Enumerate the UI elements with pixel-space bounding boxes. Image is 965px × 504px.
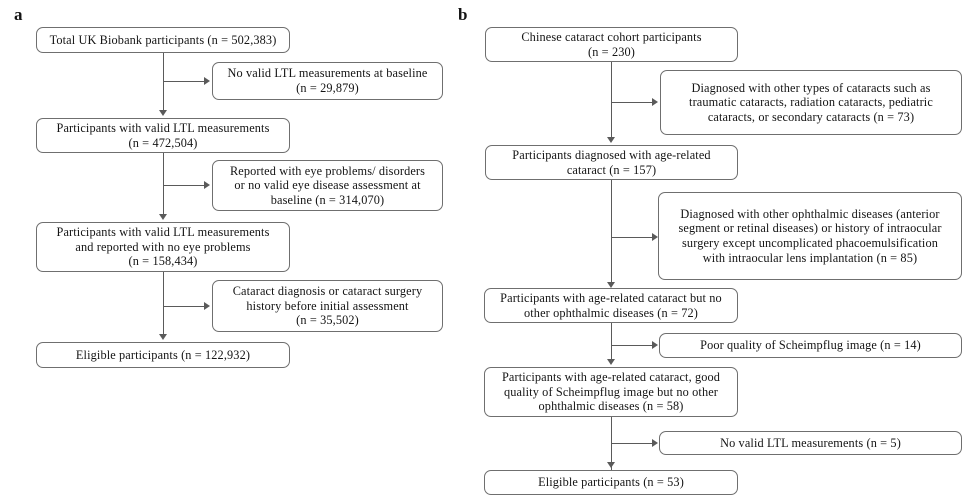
arrowhead-a-2-down (159, 214, 167, 220)
node-no-valid-ltl-b: No valid LTL measurements (n = 5) (659, 431, 962, 455)
connector-b-1-vertical (611, 62, 613, 138)
connector-a-3-branch (163, 306, 205, 308)
node-text: Chinese cataract cohort participants (n … (521, 29, 702, 59)
node-total-uk-biobank-participants: Total UK Biobank participants (n = 502,3… (36, 27, 290, 53)
arrowhead-a-3-down (159, 334, 167, 340)
arrowhead-b-3-down (607, 359, 615, 365)
node-poor-quality-scheimpflug: Poor quality of Scheimpflug image (n = 1… (659, 333, 962, 358)
node-text: Total UK Biobank participants (n = 502,3… (49, 32, 277, 47)
arrowhead-b-1-right (652, 98, 658, 106)
connector-a-3-vertical (163, 272, 165, 335)
arrowhead-b-4-right (652, 439, 658, 447)
node-text: Participants diagnosed with age-related … (512, 147, 711, 177)
node-text: No valid LTL measurements (n = 5) (720, 435, 901, 450)
node-eligible-participants-b: Eligible participants (n = 53) (484, 470, 738, 495)
node-text: Participants with valid LTL measurements… (56, 225, 270, 269)
connector-b-3-branch (611, 345, 653, 347)
node-good-quality-scheimpflug: Participants with age-related cataract, … (484, 367, 738, 417)
arrowhead-a-3-right (204, 302, 210, 310)
connector-b-4-branch (611, 443, 653, 445)
connector-b-3-vertical (611, 323, 613, 361)
arrowhead-a-1-down (159, 110, 167, 116)
node-text: Eligible participants (n = 122,932) (75, 347, 251, 362)
arrowhead-b-2-down (607, 282, 615, 288)
node-age-related-no-other-diseases: Participants with age-related cataract b… (484, 288, 738, 323)
arrowhead-b-3-right (652, 341, 658, 349)
node-text: Participants with valid LTL measurements… (56, 120, 270, 150)
node-cataract-diagnosis-history: Cataract diagnosis or cataract surgery h… (212, 280, 443, 332)
connector-a-2-vertical (163, 153, 165, 215)
node-other-cataract-types: Diagnosed with other types of cataracts … (660, 70, 962, 135)
node-text: Participants with age-related cataract, … (501, 370, 721, 414)
panel-label-a: a (14, 5, 23, 24)
arrowhead-a-1-right (204, 77, 210, 85)
node-text: Participants with age-related cataract b… (500, 290, 722, 320)
arrowhead-a-2-right (204, 181, 210, 189)
arrowhead-b-1-down (607, 137, 615, 143)
node-participants-valid-ltl: Participants with valid LTL measurements… (36, 118, 290, 153)
node-eligible-participants-a: Eligible participants (n = 122,932) (36, 342, 290, 368)
node-chinese-cataract-cohort: Chinese cataract cohort participants (n … (485, 27, 738, 62)
connector-b-4-vertical (611, 417, 613, 473)
arrowhead-b-4-down (607, 462, 615, 468)
connector-b-2-branch (611, 237, 653, 239)
node-reported-eye-problems: Reported with eye problems/ disorders or… (212, 160, 443, 211)
arrowhead-b-2-right (652, 233, 658, 241)
connector-a-1-branch (163, 81, 205, 83)
node-valid-ltl-no-eye-problems: Participants with valid LTL measurements… (36, 222, 290, 272)
node-text: Eligible participants (n = 53) (538, 475, 684, 490)
node-other-ophthalmic-diseases: Diagnosed with other ophthalmic diseases… (658, 192, 962, 280)
node-text: Diagnosed with other ophthalmic diseases… (678, 206, 942, 265)
panel-label-b: b (458, 5, 468, 24)
node-no-valid-ltl-baseline: No valid LTL measurements at baseline (n… (212, 62, 443, 100)
connector-b-1-branch (611, 102, 653, 104)
node-text: Reported with eye problems/ disorders or… (229, 163, 426, 207)
connector-b-2-vertical (611, 180, 613, 284)
node-text: Poor quality of Scheimpflug image (n = 1… (700, 338, 921, 353)
node-diagnosed-age-related-cataract: Participants diagnosed with age-related … (485, 145, 738, 180)
node-text: Cataract diagnosis or cataract surgery h… (232, 284, 423, 328)
node-text: Diagnosed with other types of cataracts … (689, 80, 933, 124)
node-text: No valid LTL measurements at baseline (n… (227, 66, 428, 95)
connector-a-2-branch (163, 185, 205, 187)
